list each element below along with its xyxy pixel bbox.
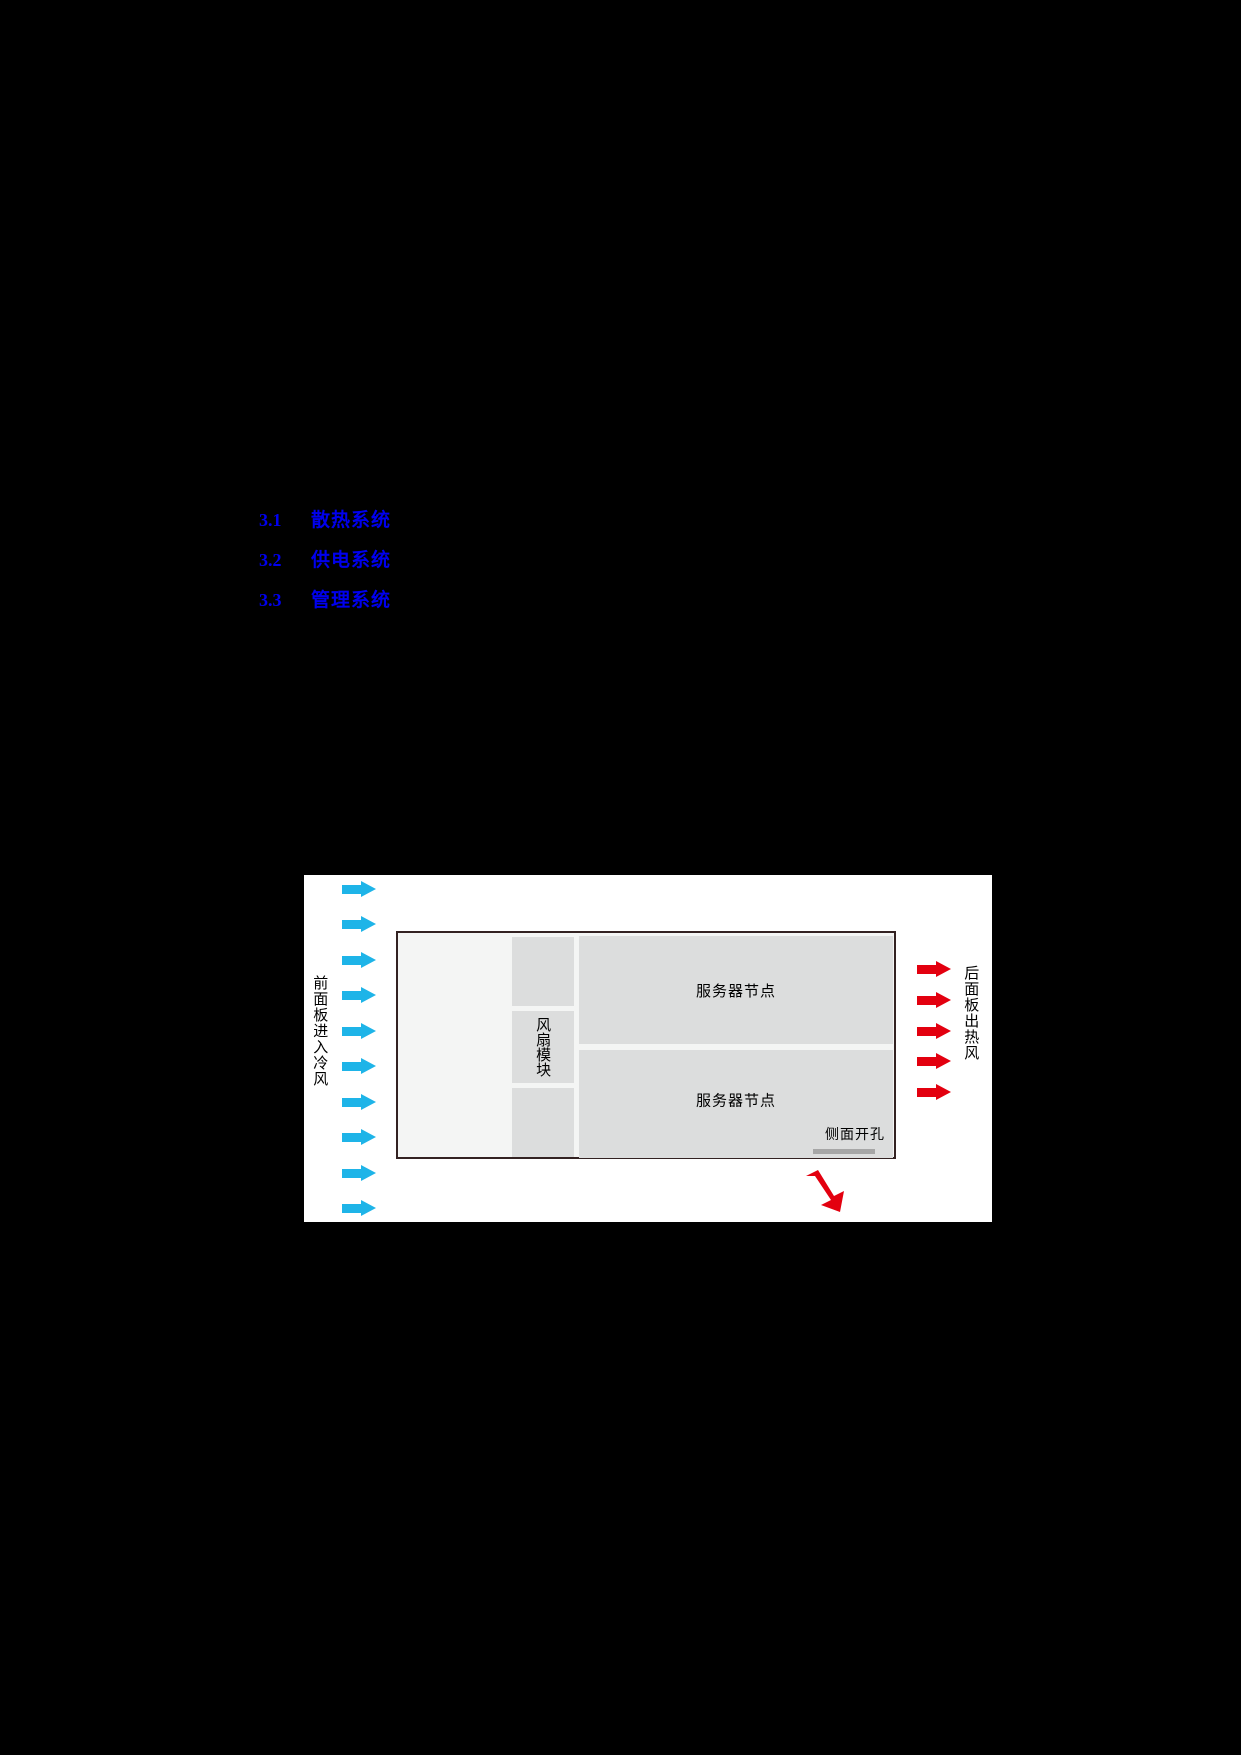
inlet-arrow-icon <box>342 1164 376 1182</box>
server-node-label: 服务器节点 <box>695 1091 777 1110</box>
inlet-arrow-icon <box>342 1199 376 1217</box>
inlet-arrow-icon <box>342 1093 376 1111</box>
chassis-outline: 风扇模块 服务器节点 服务器节点 侧面开孔 <box>396 931 896 1159</box>
inlet-arrow-group <box>342 881 384 1217</box>
inlet-arrow-icon <box>342 951 376 969</box>
airflow-diagram: 前面板进入冷风 风扇模块 服务器节点 服务器节点 侧面开孔 <box>304 875 992 1222</box>
server-node-stack: 服务器节点 服务器节点 侧面开孔 <box>579 936 893 1158</box>
toc-number: 3.3 <box>259 590 282 610</box>
inlet-arrow-icon <box>342 881 376 898</box>
fan-module: 风扇模块 <box>512 937 574 1158</box>
outlet-arrow-icon <box>917 961 951 978</box>
outlet-arrow-icon <box>917 991 951 1009</box>
outlet-arrow-icon <box>917 1053 951 1070</box>
toc-number: 3.2 <box>259 550 282 570</box>
inlet-arrow-icon <box>342 1022 376 1040</box>
outlet-arrow-icon <box>917 1084 951 1101</box>
outlet-label: 后面板出热风 <box>962 965 981 1061</box>
fan-cell <box>512 1088 574 1158</box>
inlet-arrow-icon <box>342 987 376 1004</box>
server-node-label: 服务器节点 <box>695 981 776 1000</box>
server-node-block: 服务器节点 <box>579 936 893 1044</box>
server-node-block: 服务器节点 侧面开孔 <box>579 1050 893 1158</box>
inlet-arrow-icon <box>342 916 376 933</box>
outlet-arrow-icon <box>917 1022 951 1040</box>
fan-cell <box>512 937 574 1006</box>
inlet-label: 前面板进入冷风 <box>311 975 330 1087</box>
toc-entry-3-3[interactable]: 3.3 管理系统 <box>259 585 759 625</box>
side-exhaust-arrow-icon <box>806 1170 844 1212</box>
toc-entry-3-1[interactable]: 3.1 散热系统 <box>259 505 759 545</box>
toc-title-link[interactable]: 管理系统 <box>311 590 392 611</box>
section-list: 3.1 散热系统 3.2 供电系统 3.3 管理系统 <box>259 505 759 625</box>
side-vent-label: 侧面开孔 <box>825 1127 885 1143</box>
outlet-arrow-group <box>917 961 959 1101</box>
toc-number: 3.1 <box>259 510 282 530</box>
toc-entry-3-2[interactable]: 3.2 供电系统 <box>259 545 759 585</box>
toc-title-link[interactable]: 散热系统 <box>311 510 392 531</box>
toc-title-link[interactable]: 供电系统 <box>311 550 392 571</box>
fan-cell: 风扇模块 <box>512 1010 574 1084</box>
inlet-arrow-icon <box>342 1058 376 1075</box>
side-vent-bar <box>813 1149 875 1154</box>
fan-module-label: 风扇模块 <box>534 1017 553 1077</box>
inlet-arrow-icon <box>342 1129 376 1146</box>
